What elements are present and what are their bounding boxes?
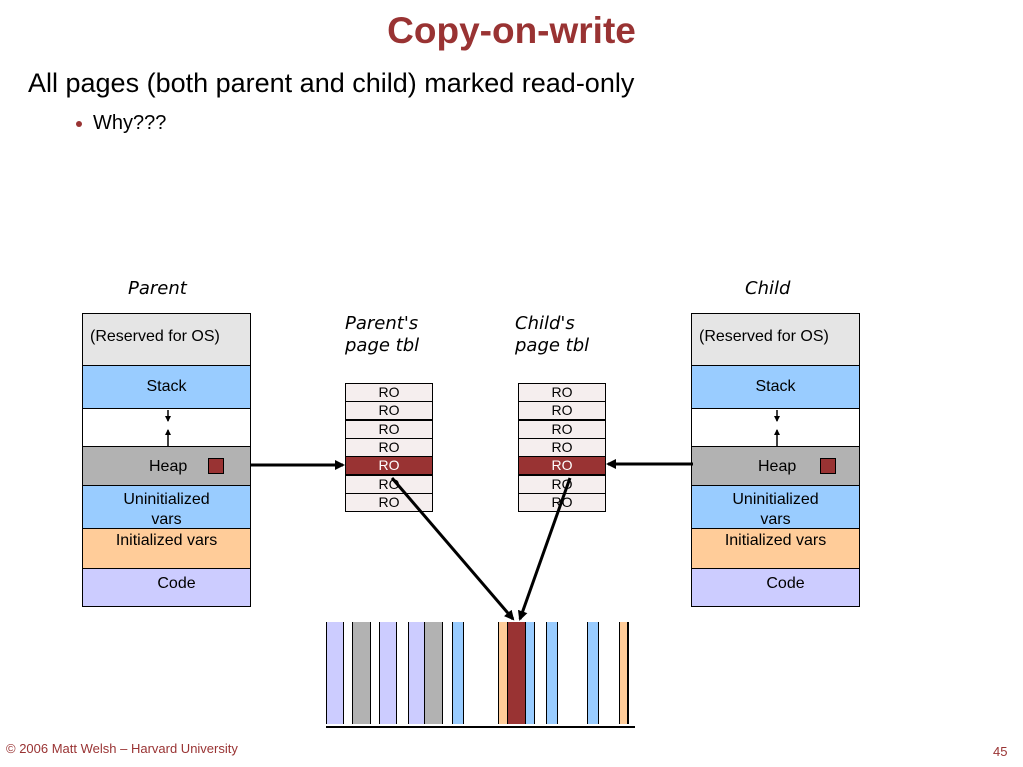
child-page-table-entry: RO bbox=[518, 383, 606, 402]
segment-stack: Stack bbox=[691, 365, 860, 409]
child-label: Child bbox=[745, 278, 791, 299]
memory-page bbox=[396, 622, 408, 724]
bullet-dot-icon bbox=[76, 121, 82, 127]
parent-pt-to-memory-arrow bbox=[390, 477, 515, 621]
heap-page-icon bbox=[208, 458, 224, 474]
memory-strip bbox=[326, 622, 635, 724]
segment-initialized: Initialized vars bbox=[82, 528, 251, 569]
memory-page bbox=[507, 622, 525, 724]
parent-label: Parent bbox=[128, 278, 187, 299]
physical-memory bbox=[326, 622, 635, 728]
heap-page-icon bbox=[820, 458, 836, 474]
page-number: 45 bbox=[993, 744, 1008, 759]
child-address-space: (Reserved for OS) Stack Heap Uninitializ… bbox=[691, 313, 860, 607]
footer-copyright: © 2006 Matt Welsh – Harvard University bbox=[6, 741, 238, 756]
segment-stack: Stack bbox=[82, 365, 251, 409]
memory-page bbox=[587, 622, 598, 724]
parent-page-table-entry: RO bbox=[345, 437, 433, 457]
slide-title: Copy-on-write bbox=[387, 10, 636, 51]
memory-page bbox=[525, 622, 534, 724]
memory-page bbox=[352, 622, 370, 724]
bullet-sub: Why??? bbox=[93, 112, 167, 134]
parent-page-table-label: Parent's page tbl bbox=[345, 313, 420, 356]
memory-page bbox=[463, 622, 498, 724]
bullet-main: All pages (both parent and child) marked… bbox=[28, 68, 635, 98]
child-page-table-label: Child's page tbl bbox=[515, 313, 590, 356]
memory-page bbox=[452, 622, 463, 724]
segment-code: Code bbox=[691, 568, 860, 607]
child-page-table-entry: RO bbox=[518, 401, 606, 421]
memory-page bbox=[326, 622, 343, 724]
memory-edge bbox=[627, 622, 629, 724]
memory-page bbox=[370, 622, 379, 724]
memory-page bbox=[546, 622, 557, 724]
memory-page bbox=[557, 622, 587, 724]
segment-heap: Heap bbox=[691, 446, 860, 486]
segment-reserved: (Reserved for OS) bbox=[82, 313, 251, 366]
parent-page-table-entry: RO bbox=[345, 492, 433, 512]
child-pt-to-memory-arrow bbox=[517, 477, 572, 621]
memory-page bbox=[379, 622, 396, 724]
child-page-table-entry: RO bbox=[518, 437, 606, 457]
segment-uninitialized: Uninitialized vars bbox=[691, 485, 860, 529]
memory-page bbox=[343, 622, 352, 724]
segment-code: Code bbox=[82, 568, 251, 607]
memory-page bbox=[619, 622, 628, 724]
parent-page-table-entry: RO bbox=[345, 383, 433, 402]
memory-page bbox=[442, 622, 452, 724]
memory-page bbox=[534, 622, 546, 724]
segment-free bbox=[691, 408, 860, 447]
memory-page bbox=[498, 622, 507, 724]
memory-page bbox=[408, 622, 424, 724]
memory-page bbox=[598, 622, 619, 724]
parent-address-space: (Reserved for OS) Stack Heap Uninitializ… bbox=[82, 313, 251, 607]
memory-page bbox=[424, 622, 442, 724]
